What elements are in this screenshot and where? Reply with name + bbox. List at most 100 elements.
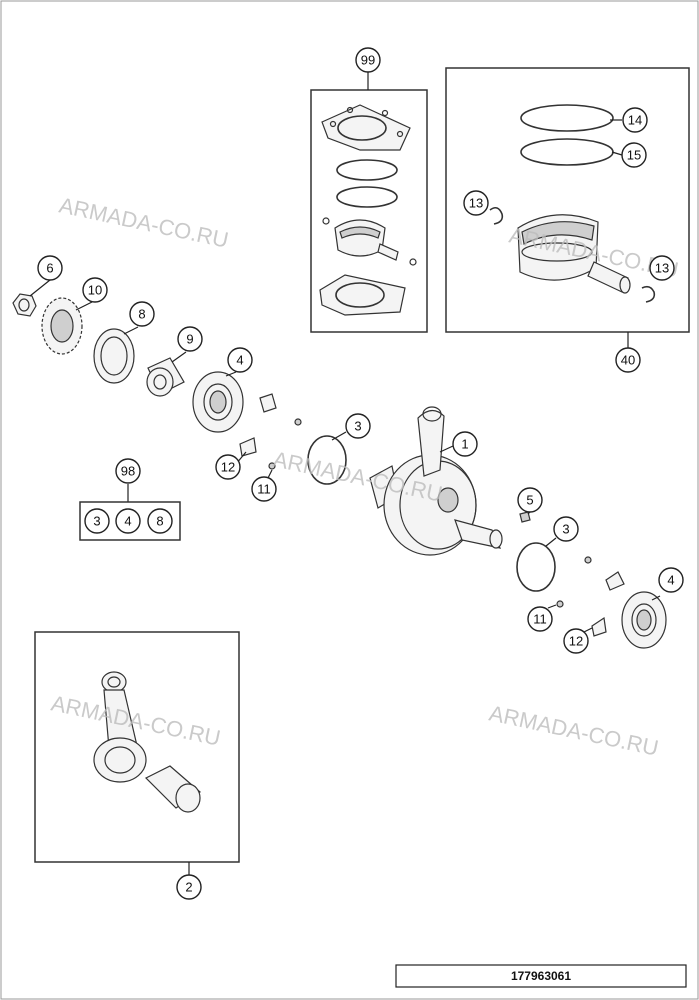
screw-11-left	[268, 462, 276, 470]
callout-3-left[interactable]: 3	[345, 413, 371, 439]
callout-9-label: 9	[186, 332, 193, 347]
nut-6	[12, 293, 37, 317]
leader-9	[171, 351, 187, 363]
kit-98-item-8-label: 8	[156, 514, 163, 529]
piston-pin	[587, 261, 631, 294]
callout-2-label: 2	[185, 880, 192, 895]
callout-3-left-label: 3	[354, 419, 361, 434]
bushing-9	[146, 357, 185, 397]
callout-1[interactable]: 1	[452, 431, 478, 457]
kit-98-item-4-label: 4	[124, 514, 131, 529]
callout-11-left[interactable]: 11	[251, 476, 277, 502]
callout-11-right-label: 11	[533, 612, 547, 627]
callout-5[interactable]: 5	[517, 487, 543, 513]
callout-1-label: 1	[461, 437, 468, 452]
callout-3-right[interactable]: 3	[553, 516, 579, 542]
kit-piston-pin	[377, 243, 417, 266]
callout-99[interactable]: 99	[355, 47, 381, 73]
callout-2[interactable]: 2	[176, 874, 202, 900]
callout-98-label: 98	[121, 464, 135, 479]
screw-left-top	[294, 418, 302, 426]
callout-99-label: 99	[361, 53, 375, 68]
callout-12-right-label: 12	[569, 634, 583, 649]
watermark-2: ARMADA-CO.RU	[271, 446, 445, 506]
leader-1	[439, 445, 454, 453]
gasket-kit-frame	[310, 89, 428, 333]
crankshaft	[369, 406, 503, 556]
screw-right-top	[584, 556, 592, 564]
callout-11-right[interactable]: 11	[527, 606, 553, 632]
cylinder-base-gasket	[319, 274, 406, 316]
callout-8-label: 8	[138, 307, 145, 322]
callout-40[interactable]: 40	[615, 347, 641, 373]
key-5	[519, 511, 531, 523]
leader-12-right	[583, 627, 593, 633]
callout-4-right-label: 4	[667, 573, 674, 588]
kit-98-item-8[interactable]: 8	[147, 508, 173, 534]
callout-13-right-label: 13	[655, 261, 669, 276]
callout-6-label: 6	[46, 261, 53, 276]
callout-40-label: 40	[621, 353, 635, 368]
shim-3-left	[307, 435, 347, 485]
callout-12-right[interactable]: 12	[563, 628, 589, 654]
leader-11-left	[267, 469, 273, 479]
leader-11-right	[547, 604, 557, 609]
callout-12-left-label: 12	[221, 460, 235, 475]
kit-98-item-4[interactable]: 4	[115, 508, 141, 534]
callout-4-left-label: 4	[236, 353, 243, 368]
kit-ring-2	[336, 186, 398, 208]
callout-3-right-label: 3	[562, 522, 569, 537]
circlip-13-right	[641, 285, 656, 303]
callout-6[interactable]: 6	[37, 255, 63, 281]
circlip-13-left	[489, 206, 504, 225]
cylinder-head-gasket-top	[321, 104, 411, 151]
kit-98-item-3-label: 3	[93, 514, 100, 529]
leader-6	[29, 279, 51, 297]
gear-10	[41, 297, 83, 355]
callout-11-left-label: 11	[257, 482, 271, 497]
leader-15	[611, 151, 623, 156]
callout-15-label: 15	[627, 148, 641, 163]
callout-15[interactable]: 15	[621, 142, 647, 168]
watermark-5: ARMADA-CO.RU	[487, 700, 661, 760]
callout-8[interactable]: 8	[129, 301, 155, 327]
leader-10	[75, 301, 93, 311]
kit-piston	[322, 217, 386, 257]
kit-98-item-3[interactable]: 3	[84, 508, 110, 534]
document-number-box: 177963061	[395, 964, 687, 988]
shim-3-right	[516, 542, 556, 592]
callout-5-label: 5	[526, 493, 533, 508]
crank-pin	[144, 765, 201, 813]
callout-13-left-label: 13	[469, 196, 483, 211]
callout-13-left[interactable]: 13	[463, 190, 489, 216]
callout-13-right[interactable]: 13	[649, 255, 675, 281]
bearing-4-right	[621, 591, 667, 649]
callout-98[interactable]: 98	[115, 458, 141, 484]
callout-14[interactable]: 14	[622, 107, 648, 133]
conrod-kit-frame	[34, 631, 240, 863]
lock-piece-left-top	[259, 393, 277, 413]
leader-3-right	[545, 537, 557, 547]
callout-10-label: 10	[88, 283, 102, 298]
leader-4-right	[651, 595, 661, 601]
leader-8	[123, 326, 139, 335]
lock-piece-12-right	[591, 616, 607, 637]
callout-4-left[interactable]: 4	[227, 347, 253, 373]
kit-ring-1	[336, 159, 398, 181]
callout-9[interactable]: 9	[177, 326, 203, 352]
leader-4-left	[225, 371, 237, 377]
screw-11-right	[556, 600, 564, 608]
callout-4-right[interactable]: 4	[658, 567, 684, 593]
callout-12-left[interactable]: 12	[215, 454, 241, 480]
leader-3-left	[331, 431, 347, 441]
piston-kit-frame	[445, 67, 690, 333]
kit-98-frame	[79, 501, 181, 541]
piston-ring-14	[520, 104, 614, 132]
piston	[517, 214, 599, 281]
watermark-1: ARMADA-CO.RU	[57, 192, 231, 252]
document-number: 177963061	[511, 969, 571, 983]
callout-10[interactable]: 10	[82, 277, 108, 303]
callout-14-label: 14	[628, 113, 642, 128]
